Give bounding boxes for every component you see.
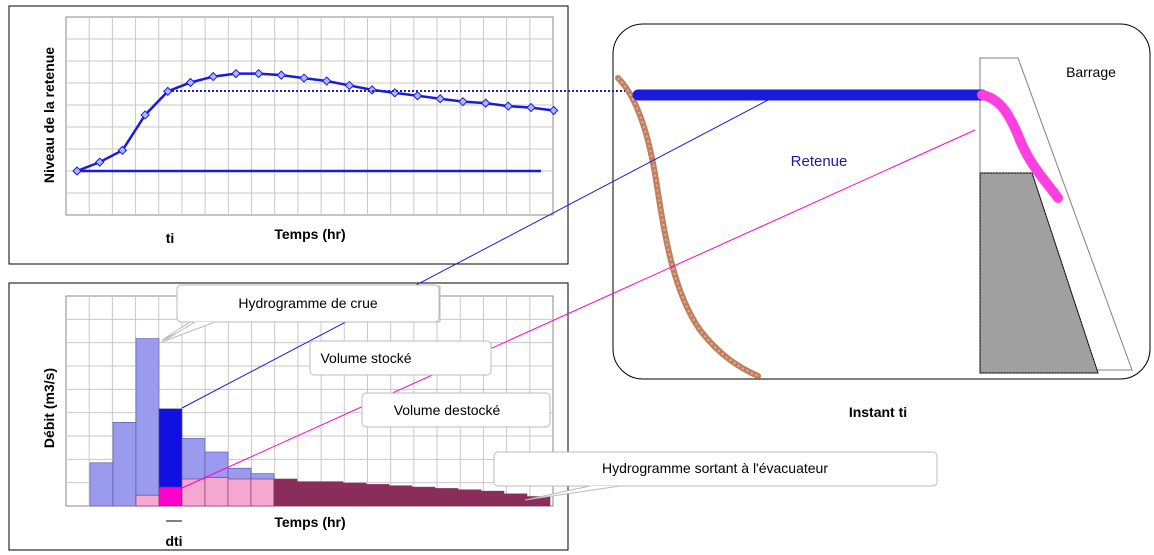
outflow-bar	[204, 477, 229, 507]
outflow-bar	[434, 488, 459, 507]
level-point	[72, 166, 82, 176]
callout-stored-text: Volume stocké	[320, 350, 411, 366]
level-point	[458, 96, 468, 107]
level-point	[412, 91, 423, 101]
level-point	[344, 80, 355, 91]
level-point	[163, 86, 173, 97]
dam-label: Barrage	[1066, 64, 1116, 80]
level-point	[526, 102, 536, 113]
outflow-bar	[296, 481, 321, 507]
outflow-bar	[342, 482, 367, 507]
reservoir-caption: Instant ti	[849, 404, 907, 420]
level-point	[140, 110, 150, 120]
top-chart-ylabel: Niveau de la retenue	[41, 47, 57, 183]
level-point	[94, 157, 105, 167]
inflow-bar	[135, 338, 160, 507]
bottom-chart-bars	[89, 338, 551, 507]
outflow-bar	[526, 496, 551, 507]
outflow-bar	[250, 478, 275, 507]
level-point	[117, 145, 128, 156]
outflow-bar	[411, 486, 436, 507]
top-chart-grid	[65, 16, 554, 216]
level-point	[503, 101, 514, 111]
level-point	[299, 73, 309, 83]
callout-inflow: Hydrogramme de crue	[161, 284, 441, 343]
outflow-bar	[319, 481, 344, 507]
bottom-chart-dti-label: dti	[165, 533, 182, 549]
inflow-bar	[89, 462, 114, 507]
callout-released: Volume destocké	[361, 392, 551, 428]
callout-outflow: Hydrogramme sortant à l'évacuateur	[493, 451, 938, 501]
outflow-bar	[457, 489, 482, 507]
callout-stored: Volume stocké	[309, 340, 492, 376]
level-point	[185, 77, 196, 88]
level-series-line	[76, 72, 554, 173]
outflow-bar	[135, 494, 160, 507]
level-point	[208, 71, 218, 82]
top-chart-ti-label: ti	[166, 230, 175, 246]
water-label: Retenue	[791, 153, 848, 170]
top-chart-series	[72, 68, 559, 176]
level-point	[435, 94, 445, 104]
callout-released-text: Volume destocké	[394, 402, 501, 418]
callout-outflow-text: Hydrogramme sortant à l'évacuateur	[602, 460, 828, 476]
outflow-bar	[480, 490, 505, 507]
bottom-chart-xlabel: Temps (hr)	[274, 514, 345, 530]
dam-face-level	[977, 90, 1063, 203]
level-point	[276, 70, 287, 80]
outflow-bar	[227, 478, 252, 507]
released-volume-bar	[158, 486, 183, 507]
level-point	[231, 68, 241, 79]
released-connector	[181, 129, 976, 489]
outflow-bar	[273, 478, 298, 507]
level-point	[480, 98, 491, 108]
callout-inflow-text: Hydrogramme de crue	[238, 295, 377, 311]
inflow-bar	[112, 421, 137, 507]
top-plot-area	[65, 16, 554, 216]
outflow-bar	[365, 484, 390, 507]
level-point	[548, 105, 559, 116]
top-chart-xlabel: Temps (hr)	[274, 226, 345, 242]
level-point	[253, 68, 264, 79]
stored-connector	[181, 98, 771, 409]
bottom-chart-ylabel: Débit (m3/s)	[41, 368, 57, 448]
level-point	[367, 85, 377, 95]
outflow-bar	[503, 493, 528, 507]
level-point	[321, 76, 332, 86]
outflow-bar	[388, 485, 413, 507]
